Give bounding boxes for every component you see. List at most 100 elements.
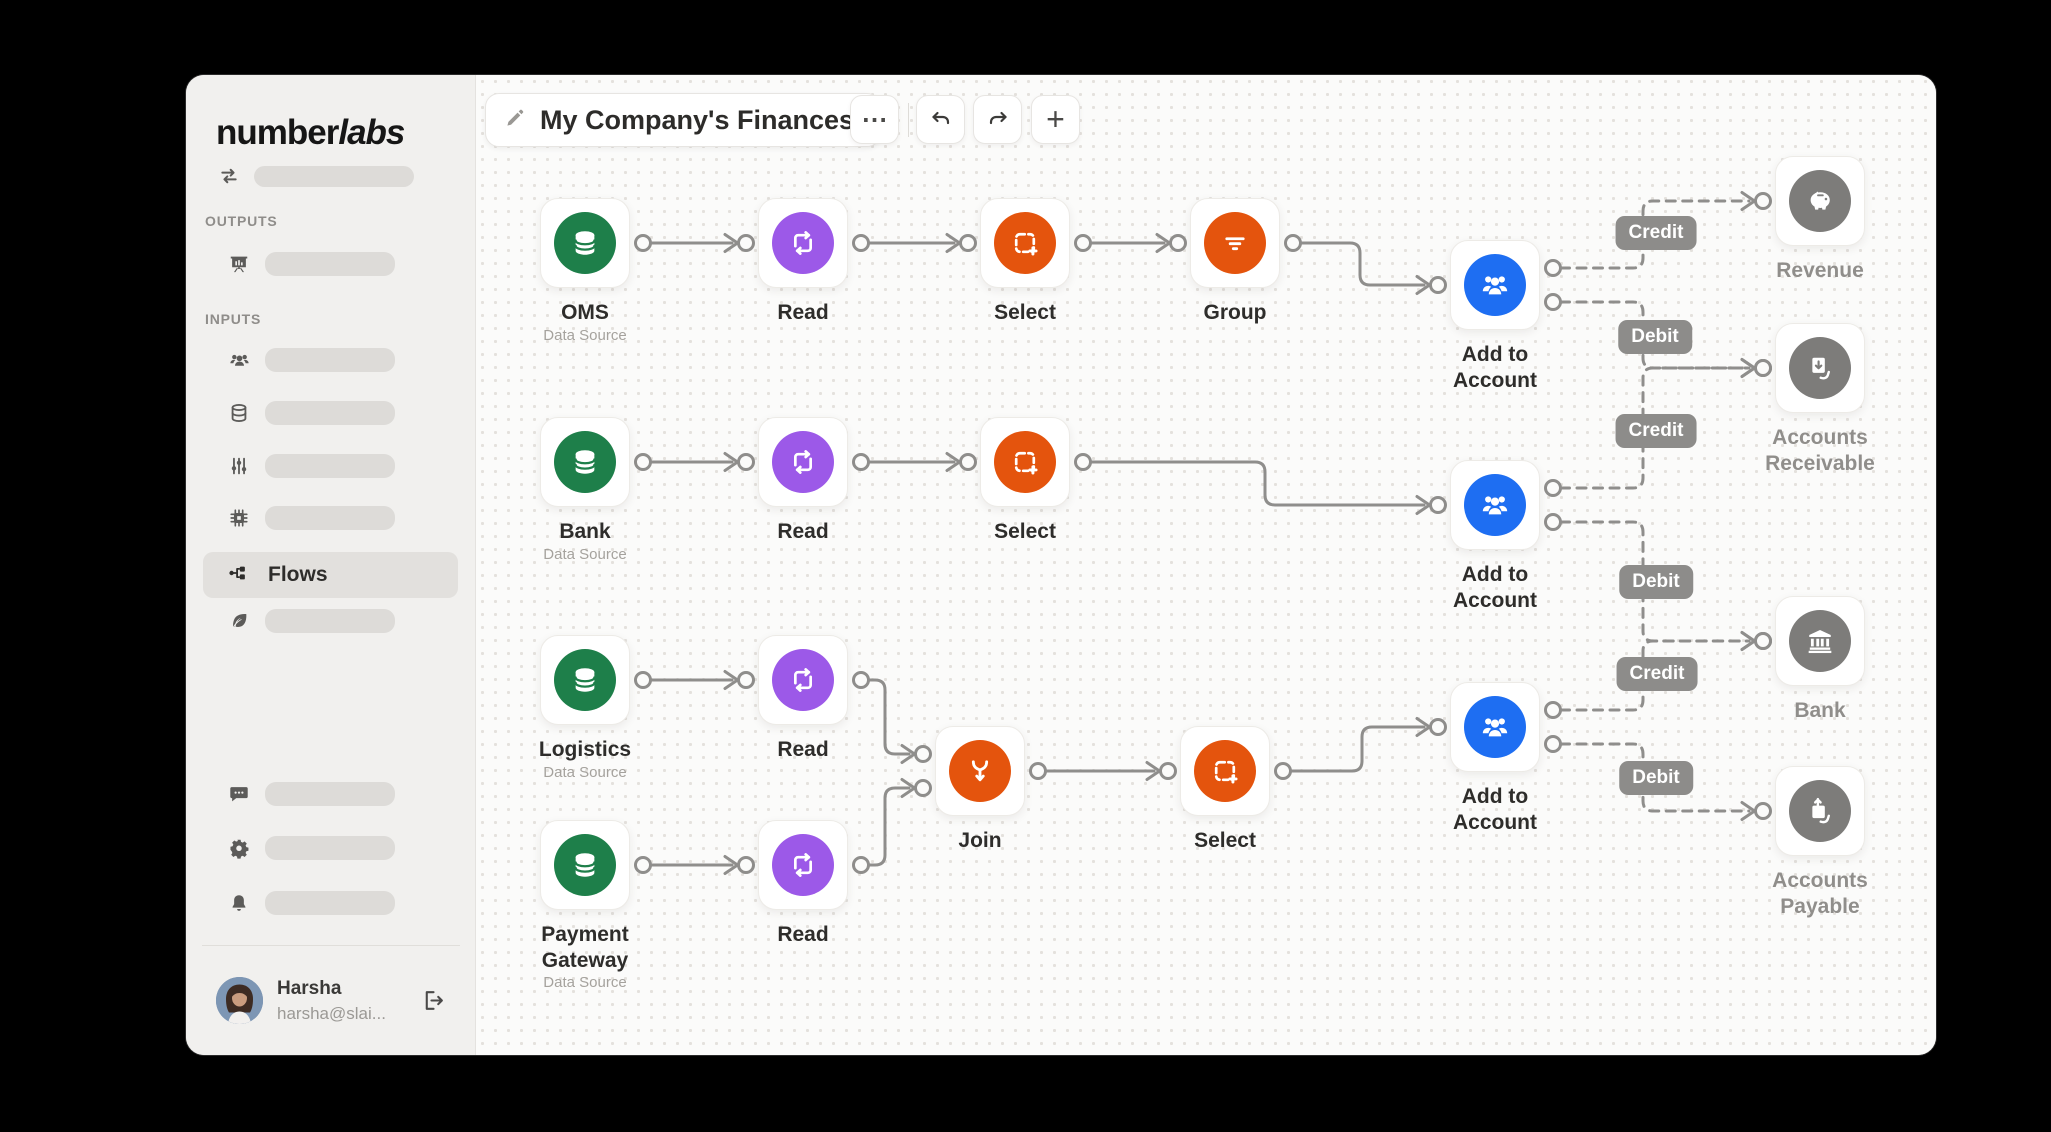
flow-node-read4[interactable] bbox=[758, 820, 848, 910]
flow-node-select1[interactable] bbox=[980, 198, 1070, 288]
flow-node-select2[interactable] bbox=[980, 417, 1070, 507]
sidebar-item-output-report[interactable] bbox=[226, 251, 395, 277]
database-icon bbox=[554, 431, 616, 493]
flow-node-revenue[interactable] bbox=[1775, 156, 1865, 246]
node-label-read3: Read bbox=[777, 738, 829, 761]
edge-badge-debit: Debit bbox=[1619, 761, 1693, 795]
edge-badge-credit: Credit bbox=[1615, 414, 1697, 448]
sidebar-item-input-parameters[interactable] bbox=[226, 453, 395, 479]
sidebar-item-notifications[interactable] bbox=[226, 890, 395, 916]
node-label-ap: Accounts Payable bbox=[1772, 869, 1868, 918]
sliders-icon bbox=[226, 453, 252, 479]
people-icon bbox=[1464, 254, 1526, 316]
flow-node-read1[interactable] bbox=[758, 198, 848, 288]
more-options-button[interactable]: ⋯ bbox=[850, 95, 899, 144]
feather-icon bbox=[226, 608, 252, 634]
chip-icon bbox=[226, 505, 252, 531]
node-label-payment: Payment Gateway bbox=[541, 923, 629, 972]
sidebar-item-flows-label: Flows bbox=[268, 563, 328, 586]
read-icon bbox=[772, 431, 834, 493]
flow-node-add3[interactable] bbox=[1450, 682, 1540, 772]
avatar bbox=[216, 977, 263, 1024]
add-node-button[interactable]: + bbox=[1031, 95, 1080, 144]
flow-node-bank[interactable] bbox=[1775, 596, 1865, 686]
node-label-select2: Select bbox=[994, 520, 1056, 543]
sidebar-section-inputs: INPUTS bbox=[205, 311, 262, 327]
sidebar-item-settings[interactable] bbox=[226, 835, 395, 861]
send-payment-icon bbox=[1789, 780, 1851, 842]
placeholder-bar bbox=[265, 506, 395, 530]
sidebar-item-switcher[interactable] bbox=[216, 163, 414, 189]
sidebar-item-input-database[interactable] bbox=[226, 400, 395, 426]
edge-badge-debit: Debit bbox=[1618, 320, 1692, 354]
presentation-chart-icon bbox=[226, 251, 252, 277]
people-icon bbox=[1464, 474, 1526, 536]
placeholder-bar bbox=[265, 252, 395, 276]
flow-node-group1[interactable] bbox=[1190, 198, 1280, 288]
join-icon bbox=[949, 740, 1011, 802]
placeholder-bar bbox=[265, 454, 395, 478]
logout-icon[interactable] bbox=[420, 988, 446, 1014]
node-label-bank: Bank bbox=[1794, 699, 1846, 722]
bell-icon bbox=[226, 890, 252, 916]
chat-bubble-icon bbox=[226, 781, 252, 807]
select-icon bbox=[994, 212, 1056, 274]
undo-button[interactable] bbox=[916, 95, 965, 144]
node-label-logistics: Logistics bbox=[538, 738, 632, 761]
user-profile[interactable]: Harsha harsha@slai... bbox=[216, 977, 446, 1024]
node-label-ar: Accounts Receivable bbox=[1765, 426, 1875, 475]
read-icon bbox=[772, 834, 834, 896]
flow-node-read2[interactable] bbox=[758, 417, 848, 507]
gear-icon bbox=[226, 835, 252, 861]
edge-badge-credit: Credit bbox=[1615, 216, 1697, 250]
swap-arrows-icon bbox=[216, 163, 242, 189]
sidebar-item-messages[interactable] bbox=[226, 781, 395, 807]
flow-node-read3[interactable] bbox=[758, 635, 848, 725]
sidebar-item-input-models[interactable] bbox=[226, 505, 395, 531]
logo-text-italic: labs bbox=[338, 113, 405, 152]
flow-node-logistics[interactable] bbox=[540, 635, 630, 725]
sidebar-item-notes[interactable] bbox=[226, 608, 395, 634]
select-icon bbox=[1194, 740, 1256, 802]
node-label-read1: Read bbox=[777, 301, 829, 324]
user-email: harsha@slai... bbox=[277, 1003, 386, 1023]
edge-badge-credit: Credit bbox=[1616, 657, 1698, 691]
node-label-group1: Group bbox=[1203, 301, 1267, 324]
flow-node-add2[interactable] bbox=[1450, 460, 1540, 550]
sidebar-item-flows[interactable]: Flows bbox=[203, 552, 458, 598]
users-icon bbox=[226, 347, 252, 373]
flow-node-oms[interactable] bbox=[540, 198, 630, 288]
sidebar-section-outputs: OUTPUTS bbox=[205, 213, 278, 229]
read-icon bbox=[772, 649, 834, 711]
flow-node-select3[interactable] bbox=[1180, 726, 1270, 816]
flow-node-add1[interactable] bbox=[1450, 240, 1540, 330]
sidebar-item-input-people[interactable] bbox=[226, 347, 395, 373]
placeholder-bar bbox=[254, 165, 414, 187]
undo-icon bbox=[931, 111, 949, 124]
flow-node-ap[interactable] bbox=[1775, 766, 1865, 856]
edit-pencil-icon bbox=[504, 107, 526, 134]
flow-node-payment[interactable] bbox=[540, 820, 630, 910]
sidebar: numberlabs OUTPUTS INPUTS bbox=[186, 75, 476, 1055]
placeholder-bar bbox=[265, 348, 395, 372]
logo-text-bold: number bbox=[216, 113, 339, 152]
flow-node-ar[interactable] bbox=[1775, 323, 1865, 413]
placeholder-bar bbox=[265, 836, 395, 860]
flow-node-bank_src[interactable] bbox=[540, 417, 630, 507]
flow-node-join1[interactable] bbox=[935, 726, 1025, 816]
node-label-read4: Read bbox=[777, 923, 829, 946]
node-label-bank_src: Bank bbox=[559, 520, 611, 543]
toolbar-divider bbox=[908, 103, 909, 137]
select-icon bbox=[994, 431, 1056, 493]
bank-icon bbox=[1789, 610, 1851, 672]
node-label-revenue: Revenue bbox=[1776, 259, 1864, 282]
node-label-add3: Add to Account bbox=[1453, 785, 1537, 834]
read-icon bbox=[772, 212, 834, 274]
flow-title-pill[interactable]: My Company's Finances bbox=[485, 93, 882, 147]
receive-payment-icon bbox=[1789, 337, 1851, 399]
redo-button[interactable] bbox=[973, 95, 1022, 144]
node-label-join1: Join bbox=[958, 829, 1002, 852]
piggy-bank-icon bbox=[1789, 170, 1851, 232]
database-icon bbox=[554, 649, 616, 711]
